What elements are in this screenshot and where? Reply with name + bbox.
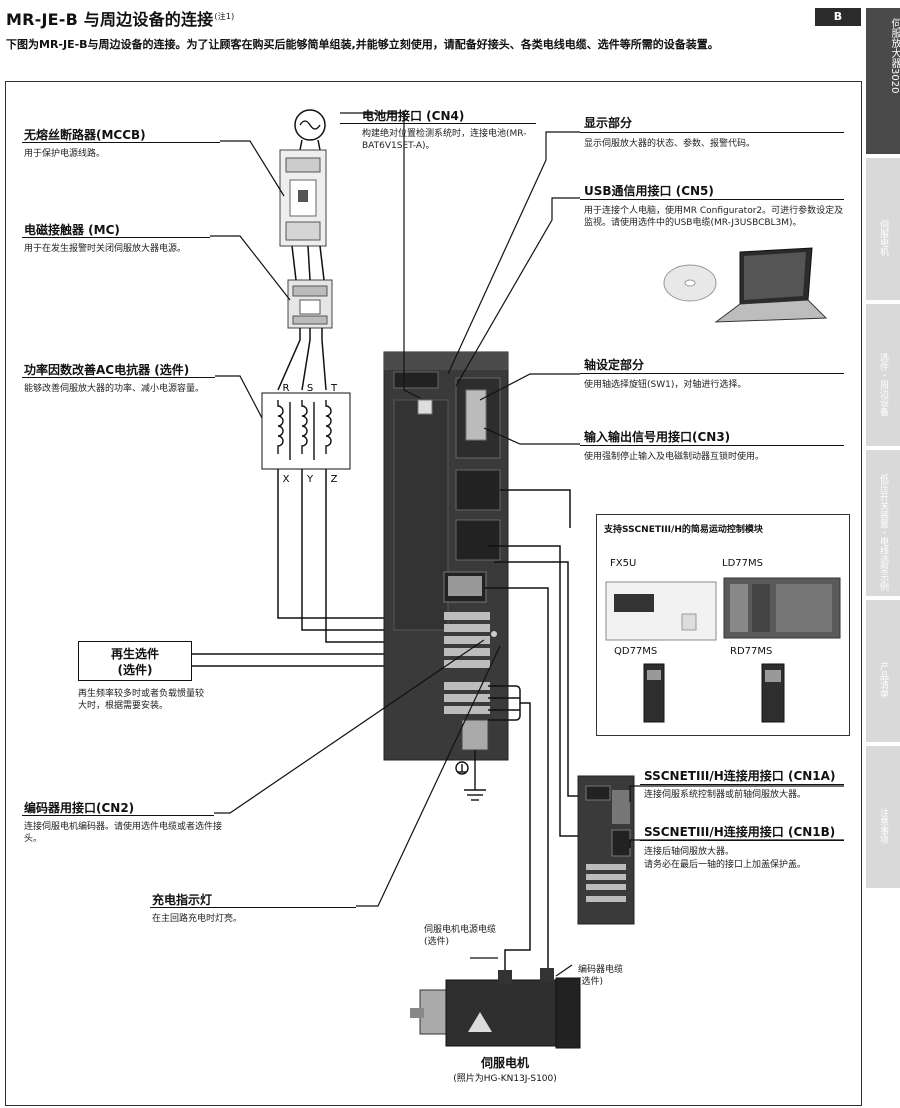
cn2-title: 编码器用接口(CN2) xyxy=(24,801,135,815)
module-qd77ms-label: QD77MS xyxy=(614,646,658,657)
cn4-desc: 构建绝对位置检测系统时，连接电池(MR-BAT6V1SET-A)。 xyxy=(362,129,527,151)
cn3-underline xyxy=(580,445,844,446)
phase-x: X xyxy=(283,474,290,485)
cn4-underline xyxy=(340,123,536,124)
cn5-desc: 用于连接个人电脑，使用MR Configurator2。可进行参数设定及监视。请… xyxy=(584,206,844,228)
motion-modules-drawing xyxy=(605,577,841,723)
cn5-title: USB通信用接口 (CN5) xyxy=(584,184,714,198)
regen-desc: 再生频率较多时或者负载惯量较大时，根据需要安装。 xyxy=(78,689,205,711)
charge-lamp-title: 充电指示灯 xyxy=(152,893,213,907)
mccb-device-icon xyxy=(279,149,327,247)
ld77ms-module-icon xyxy=(723,577,841,639)
second-amplifier-icon xyxy=(577,775,635,925)
charge-lamp-underline xyxy=(150,907,356,908)
ac-reactor-title: 功率因数改善AC电抗器 (选件) xyxy=(24,363,190,377)
mccb-underline xyxy=(22,142,220,143)
power-cable-label: 伺服电机电源电缆 (选件) xyxy=(424,925,497,947)
phase-s: S xyxy=(307,383,313,394)
diagram-frame xyxy=(5,81,862,1106)
servo-motor-label: 伺服电机 (照片为HG-KN13J-S100) xyxy=(453,1056,557,1084)
section-badge: B xyxy=(815,8,861,26)
ground-icon xyxy=(455,750,486,801)
mc-title: 电磁接触器 (MC) xyxy=(24,223,120,237)
regen-box-line1: 再生选件 xyxy=(110,647,159,661)
charge-lamp-desc: 在主回路充电时灯亮。 xyxy=(152,914,243,924)
regen-option-box: 再生选件 (选件) xyxy=(78,641,192,681)
module-fx5u-label: FX5U xyxy=(610,558,637,569)
cn2-underline xyxy=(22,815,214,816)
display-underline xyxy=(580,132,844,133)
regen-box-line2: (选件) xyxy=(117,663,153,677)
cn1b-desc2: 请务必在最后一轴的接口上加盖保护盖。 xyxy=(644,860,807,870)
mccb-title: 无熔丝断路器(MCCB) xyxy=(24,128,146,142)
module-ld77ms-label: LD77MS xyxy=(722,558,763,569)
mc-desc: 用于在发生报警时关闭伺服放大器电源。 xyxy=(24,244,187,254)
rd77ms-module-icon xyxy=(761,663,785,723)
phase-y: Y xyxy=(306,474,314,485)
module-rd77ms-label: RD77MS xyxy=(730,646,773,657)
axis-desc: 使用轴选择旋钮(SW1)，对轴进行选择。 xyxy=(584,380,747,390)
fx5u-module-icon xyxy=(605,581,717,641)
ac-reactor-desc: 能够改善伺服放大器的功率、减小电源容量。 xyxy=(24,384,205,394)
mc-device-icon xyxy=(287,279,333,329)
phase-z: Z xyxy=(331,474,338,485)
cn1a-underline xyxy=(640,784,844,785)
cn3-desc: 使用强制停止输入及电磁制动器互锁时使用。 xyxy=(584,452,765,462)
cn1a-desc: 连接伺服系统控制器或前轴伺服放大器。 xyxy=(644,790,807,800)
motion-module-title: 支持SSCNETIII/H的简易运动控制模块 xyxy=(604,525,763,535)
servo-motor-icon xyxy=(410,968,581,1049)
side-tab-switchgear[interactable]: 低压开关装置・电线选型示例 xyxy=(866,450,900,596)
cn1b-underline xyxy=(640,840,844,841)
cn2-desc: 连接伺服电机编码器。请使用选件电缆或者选件接头。 xyxy=(24,822,223,844)
mccb-desc: 用于保护电源线路。 xyxy=(24,149,106,159)
intro-text: 下图为MR-JE-B与周边设备的连接。为了让顾客在购买后能够简单组装,并能够立刻… xyxy=(6,38,719,51)
side-tab-product-list[interactable]: 产品清单 xyxy=(866,600,900,742)
qd77ms-module-icon xyxy=(643,663,665,723)
mc-underline xyxy=(22,237,210,238)
display-desc: 显示伺服放大器的状态、参数、报警代码。 xyxy=(584,139,756,149)
ac-source-icon xyxy=(294,109,326,151)
side-tab-precautions[interactable]: 注意事项 xyxy=(866,746,900,888)
axis-title: 轴设定部分 xyxy=(584,358,645,372)
pc-icon xyxy=(663,247,828,323)
phase-t: T xyxy=(330,383,338,394)
cn1a-title: SSCNETIII/H连接用接口 (CN1A) xyxy=(644,769,836,783)
cn5-underline xyxy=(580,199,844,200)
ac-reactor-underline xyxy=(22,377,215,378)
cn4-title: 电池用接口 (CN4) xyxy=(362,109,465,123)
title-note: (注1) xyxy=(214,11,235,21)
cn1b-desc1: 连接后轴伺服放大器。 xyxy=(644,847,735,857)
side-tab-servo-motor[interactable]: 伺服电机 xyxy=(866,158,900,300)
servo-amplifier-icon xyxy=(383,351,509,761)
side-tab-servo-amplifier[interactable]: 伺服放大器3020 xyxy=(866,8,900,154)
cn3-title: 输入输出信号用接口(CN3) xyxy=(584,430,731,444)
page-title: MR-JE-B 与周边设备的连接(注1) xyxy=(6,10,235,29)
phase-r: R xyxy=(283,383,290,394)
display-title: 显示部分 xyxy=(584,116,633,130)
cn1b-title: SSCNETIII/H连接用接口 (CN1B) xyxy=(644,825,836,839)
encoder-cable-label: 编码器电缆 (选件) xyxy=(578,965,624,987)
axis-underline xyxy=(580,373,844,374)
side-tab-options[interactable]: 选件・周边设备 xyxy=(866,304,900,446)
ac-reactor-icon xyxy=(261,392,351,470)
